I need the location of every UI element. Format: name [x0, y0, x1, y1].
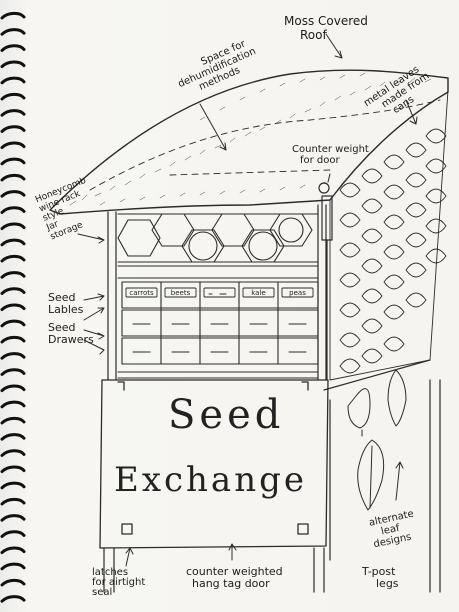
- drawer-label-carrots: carrots: [129, 289, 154, 297]
- annotation-seed-drawers: Seed Drawers: [48, 322, 94, 346]
- spiral-ring: [0, 125, 26, 133]
- spiral-ring: [0, 384, 26, 393]
- spiral-ring: [0, 287, 26, 295]
- spiral-ring: [0, 562, 26, 571]
- roof-outline: [49, 69, 449, 215]
- spiral-ring: [0, 546, 26, 555]
- spiral-ring: [0, 109, 26, 117]
- spiral-ring: [0, 595, 26, 603]
- exchange-door: [99, 379, 329, 549]
- annotation-moss-roof: Moss Covered Roof: [284, 14, 368, 42]
- leaf-shingle-wall: [329, 89, 449, 381]
- t-post-legs: [103, 359, 441, 593]
- spiral-ring: [0, 92, 26, 101]
- spiral-ring: [0, 481, 26, 490]
- spiral-ring: [0, 497, 26, 506]
- alternate-leaf-designs: [347, 369, 407, 511]
- annotation-seed-labels-line1: Seed: [48, 291, 76, 304]
- annotation-tpost-line2: legs: [376, 577, 399, 590]
- spiral-ring: [0, 271, 26, 279]
- spiral-ring: [0, 352, 26, 360]
- annotation-latches-line2: for airtight: [92, 577, 146, 588]
- spiral-ring: [0, 60, 26, 69]
- spiral-ring: [0, 222, 26, 231]
- cabinet-left-post: [107, 211, 117, 381]
- spiral-ring: [0, 141, 26, 150]
- spiral-binding: [0, 11, 26, 603]
- spiral-ring: [0, 530, 26, 538]
- spiral-ring: [0, 416, 26, 425]
- annotation-latches-line1: latches: [92, 567, 129, 578]
- annotation-latches: latches for airtight seal: [92, 568, 145, 598]
- spiral-ring: [0, 335, 26, 344]
- roof-dashed-line-1: [89, 99, 441, 191]
- door-title-seed: Seed: [168, 392, 285, 438]
- annotation-counter-weight: Counter weight for door: [292, 144, 369, 166]
- annotation-door-line2: hang tag door: [192, 577, 270, 590]
- spiral-ring: [0, 206, 26, 214]
- spiral-ring: [0, 238, 26, 247]
- annotation-seed-labels-line2: Lables: [48, 303, 84, 316]
- spiral-ring: [0, 173, 26, 182]
- spiral-ring: [0, 578, 26, 587]
- annotation-moss-roof-line1: Moss Covered: [284, 14, 368, 28]
- spiral-ring: [0, 303, 26, 312]
- spiral-ring: [0, 465, 26, 474]
- drawer-label-peas: peas: [289, 289, 306, 297]
- drawer-label-kale: kale: [251, 289, 266, 297]
- annotation-counter-weight-line2: for door: [300, 155, 340, 166]
- spiral-ring: [0, 76, 26, 85]
- spiral-ring: [0, 400, 26, 409]
- spiral-ring: [0, 449, 26, 457]
- spiral-ring: [0, 254, 26, 263]
- annotation-tpost-line1: T-post: [362, 565, 396, 578]
- annotation-seed-drawers-line2: Drawers: [48, 333, 94, 346]
- annotation-seed-drawers-line1: Seed: [48, 321, 76, 334]
- annotation-counter-weight-line1: Counter weight: [292, 144, 369, 155]
- door-title-exchange: Exchange: [114, 460, 307, 500]
- drawer-label-plates: [125, 287, 314, 298]
- annotation-door: counter weighted hang tag door: [186, 566, 283, 590]
- drawer-handles: [132, 293, 307, 353]
- spiral-ring: [0, 319, 26, 328]
- roof-moss-texture: [69, 72, 432, 206]
- annotation-door-line1: counter weighted: [186, 565, 283, 578]
- spiral-ring: [0, 368, 26, 376]
- honeycomb-rack: [117, 213, 319, 263]
- annotation-seed-labels: Seed Lables: [48, 292, 83, 316]
- seed-drawer-grid: [117, 265, 319, 379]
- counter-weight: [318, 182, 333, 381]
- spiral-ring: [0, 514, 26, 522]
- annotation-tpost: T-post legs: [362, 566, 399, 590]
- annotation-arrows: [77, 33, 418, 567]
- drawer-label-beets: beets: [170, 289, 191, 297]
- spiral-ring: [0, 44, 26, 52]
- roof-dashed-line-2: [169, 169, 331, 176]
- spiral-ring: [0, 28, 26, 36]
- annotation-moss-roof-line2: Roof: [300, 28, 327, 42]
- spiral-ring: [0, 190, 26, 198]
- spiral-ring: [0, 433, 26, 441]
- annotation-latches-line3: seal: [92, 587, 113, 598]
- spiral-ring: [0, 11, 26, 20]
- spiral-ring: [0, 157, 26, 166]
